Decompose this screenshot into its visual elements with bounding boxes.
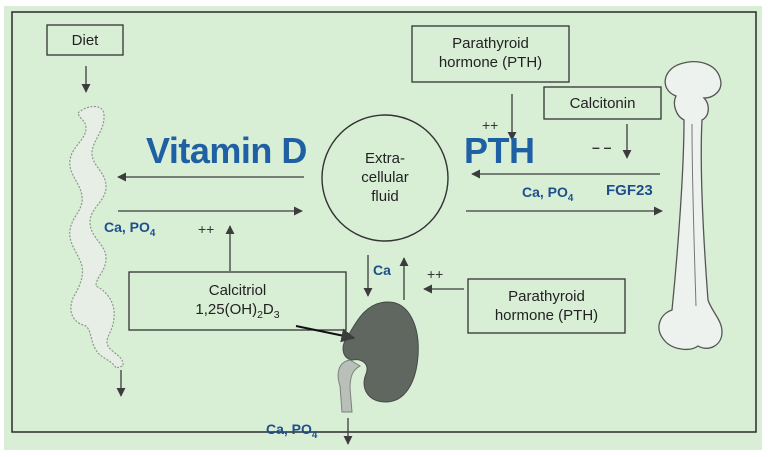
calcitriol-box bbox=[128, 271, 347, 331]
minus-sign-calcitonin: – – bbox=[592, 139, 612, 155]
ca-po4-gut-label: Ca, PO4 bbox=[104, 219, 156, 239]
plus-sign-pth-top: ++ bbox=[482, 117, 499, 133]
pth-bottom-label-line1: Parathyroid bbox=[508, 288, 585, 305]
pth-bottom-box bbox=[467, 278, 626, 334]
diet-label: Diet bbox=[71, 32, 99, 49]
pth-bottom-label-line2: hormone (PTH) bbox=[494, 307, 599, 324]
pth-title: PTH bbox=[464, 130, 535, 171]
pth-bottom-label: Parathyroid hormone (PTH) bbox=[468, 287, 625, 325]
ecf-line3: fluid bbox=[371, 188, 399, 205]
pth-top-label-line2: hormone (PTH) bbox=[438, 54, 543, 71]
intestine-shape bbox=[69, 105, 124, 369]
plus-sign-gut: ++ bbox=[198, 221, 215, 237]
ureter-shape bbox=[337, 359, 362, 413]
ecf-line1: Extra- bbox=[364, 150, 405, 167]
extracellular-fluid-label: Extra- cellular fluid bbox=[322, 149, 448, 206]
calcitonin-box bbox=[543, 86, 662, 120]
bone-shaft-line bbox=[691, 123, 697, 307]
calcitriol-label: Calcitriol 1,25(OH)2D3 bbox=[129, 281, 346, 325]
ca-po4-urine-label: Ca, PO4 bbox=[266, 421, 318, 441]
pth-top-box bbox=[411, 25, 570, 83]
pth-top-label-line1: Parathyroid bbox=[452, 35, 529, 52]
extracellular-fluid-circle bbox=[321, 114, 449, 242]
calcitriol-label-line1: Calcitriol bbox=[208, 282, 267, 299]
ca-po4-bone-label: Ca, PO4 bbox=[522, 184, 574, 204]
panel-frame bbox=[11, 11, 757, 433]
pth-top-label: Parathyroid hormone (PTH) bbox=[412, 34, 569, 72]
ca-kidney-label: Ca bbox=[373, 262, 391, 278]
vitamin-d-title: Vitamin D bbox=[146, 130, 307, 171]
calcitonin-label: Calcitonin bbox=[569, 95, 636, 112]
calcitriol-label-line2: 1,25(OH)2D3 bbox=[195, 301, 280, 321]
diet-box bbox=[46, 24, 124, 56]
arrow-calcitriol-to-kidney bbox=[295, 325, 356, 343]
fgf23-label: FGF23 bbox=[606, 182, 653, 199]
ecf-line2: cellular bbox=[361, 169, 409, 186]
plus-sign-pth-bottom: ++ bbox=[427, 266, 444, 282]
bone-shape bbox=[658, 61, 723, 351]
